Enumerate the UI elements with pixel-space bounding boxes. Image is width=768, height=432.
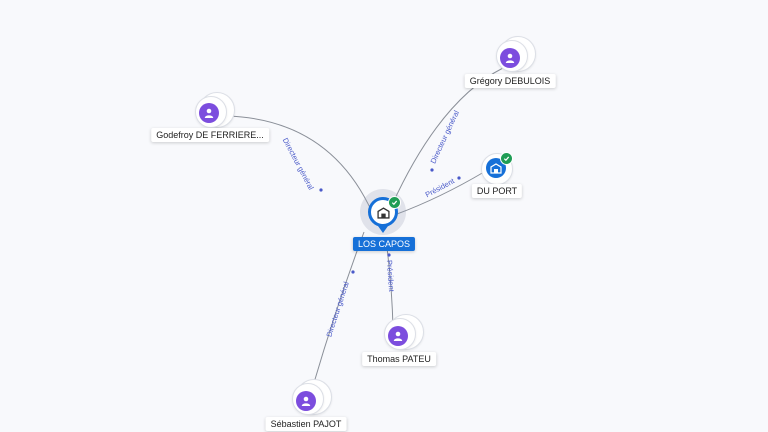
relation-arrow-marker [319,188,323,192]
relation-label-sebastien: Directeur général [324,280,350,338]
relation-arrow-marker [430,168,434,172]
node-label[interactable]: Sébastien PAJOT [265,417,347,431]
building-icon [368,197,398,227]
node-label[interactable]: Godefroy DE FERRIERE... [151,128,269,142]
relation-arrow-marker [387,253,391,257]
verified-check-icon [388,196,401,209]
pin-pointer [378,226,388,233]
relation-arrow-marker [457,176,461,180]
relation-edge-godefroy [227,115,373,213]
person-icon [500,48,520,68]
center-node-label[interactable]: LOS CAPOS [352,237,416,251]
node-label[interactable]: Thomas PATEU [362,352,436,366]
relation-edge-duport [396,171,485,215]
relation-label-godefroy: Directeur général [281,136,316,191]
relation-arrow-marker [351,270,355,274]
node-label[interactable]: DU PORT [471,184,523,198]
relation-label-thomas: Président [385,260,396,293]
node-label[interactable]: Grégory DEBULOIS [464,74,556,88]
person-icon [388,326,408,346]
person-icon [296,391,316,411]
person-icon [199,103,219,123]
verified-check-icon [500,152,513,165]
